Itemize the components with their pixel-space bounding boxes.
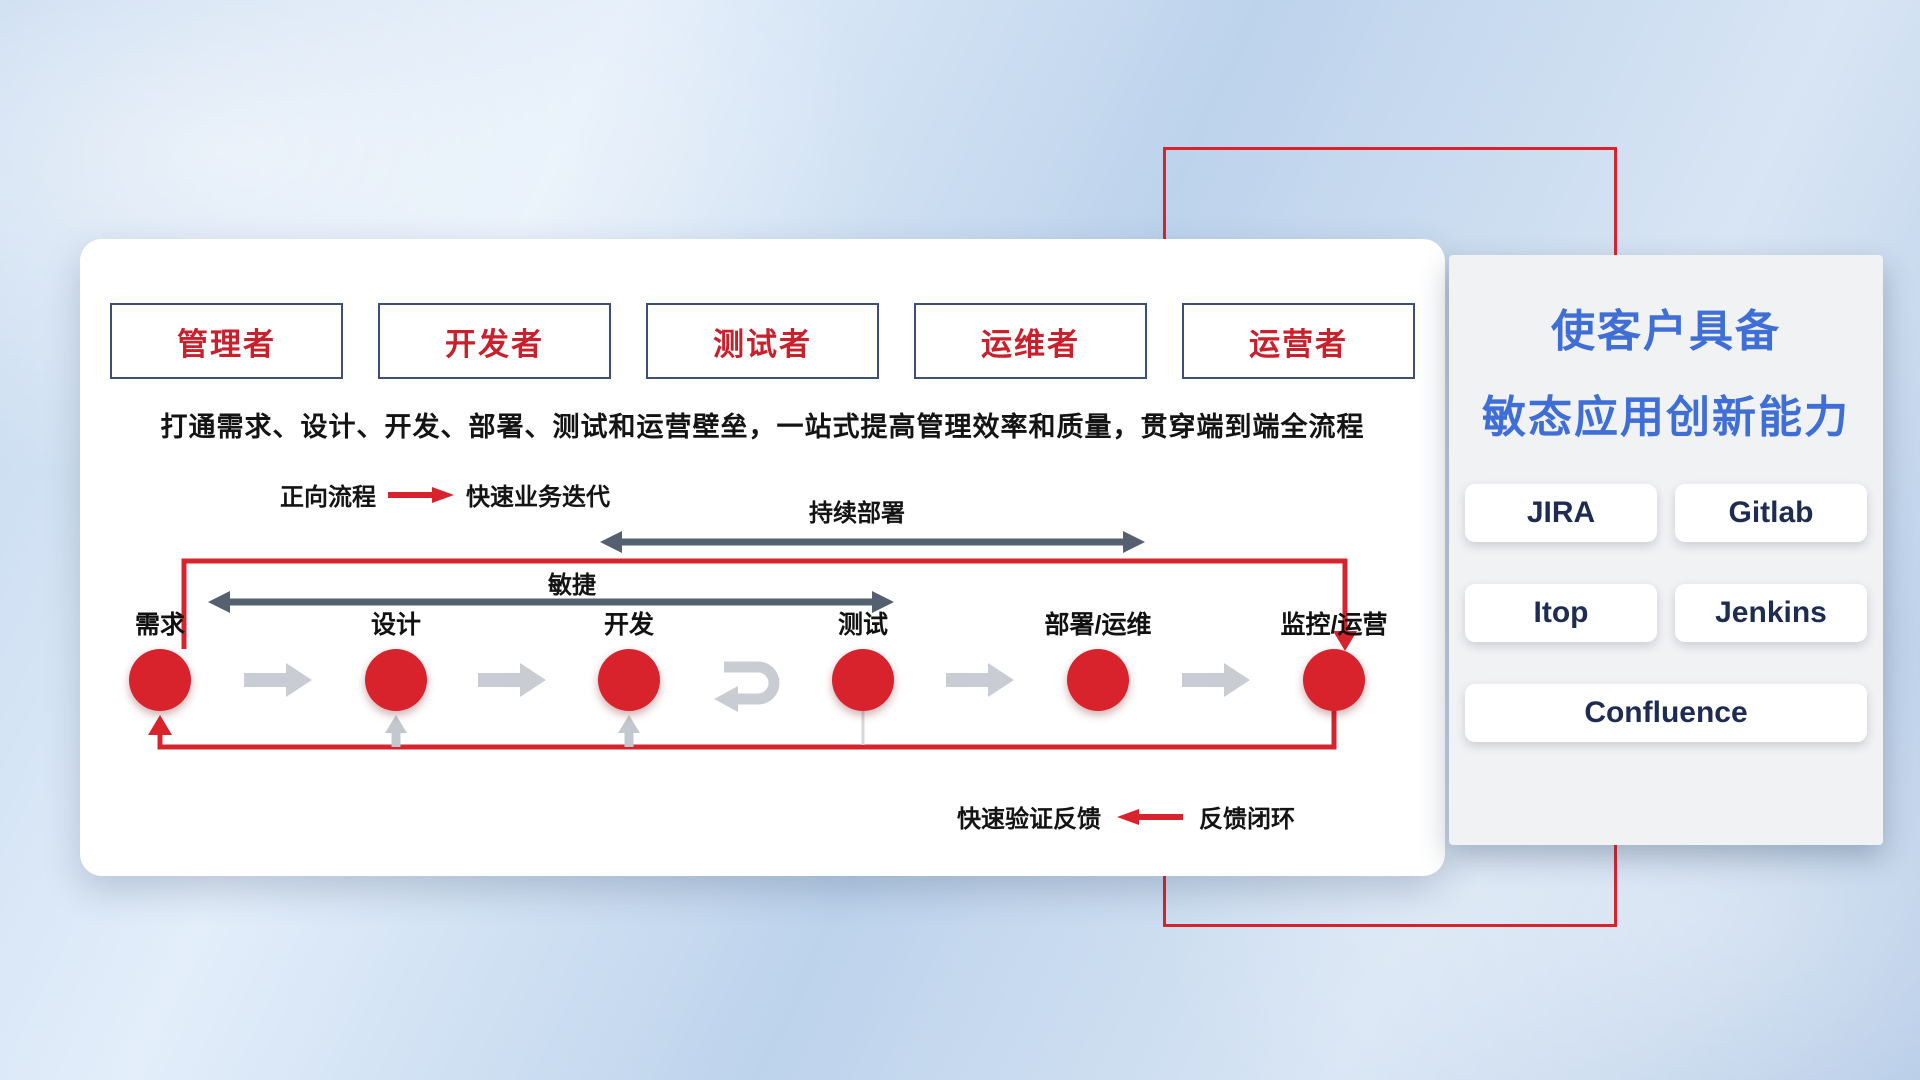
node-label-testing: 测试 [837,611,889,639]
role-box-manager: 管理者 [110,303,343,379]
node-label-development: 开发 [603,611,655,639]
continuous-deployment-label: 持续部署 [809,500,905,527]
feedback-arrow-icon [1117,808,1183,825]
role-label: 管理者 [177,326,276,362]
node-circle-testing [832,649,894,711]
tool-button-itop: Itop [1465,584,1657,642]
capability-title-line2: 敏态应用创新能力 [1482,393,1850,442]
feedback-legend: 快速验证反馈 反馈闭环 [957,799,1295,834]
node-circle-design [365,649,427,711]
flow-diagram-canvas [148,531,1357,750]
agile-label: 敏捷 [548,572,596,599]
description-text: 打通需求、设计、开发、部署、测试和运营壁垒，一站式提高管理效率和质量，贯穿端到端… [160,412,1365,442]
role-box-row: 管理者 开发者 测试者 运维者 运营者 [110,303,1415,379]
role-box-operator: 运营者 [1182,303,1415,379]
tool-button-jenkins: Jenkins [1675,584,1867,642]
node-circle-requirements [129,649,191,711]
agile-arrow [208,591,894,613]
capability-title-line1: 使客户具备 [1551,307,1781,356]
role-label: 运维者 [981,326,1080,362]
forward-arrow-icon [388,486,454,503]
capability-panel: 使客户具备 敏态应用创新能力 JIRA Gitlab Itop Jenkins … [1449,255,1883,845]
role-box-developer: 开发者 [378,303,611,379]
step-arrow-icon [946,663,1014,697]
node-circle-monitor-ops [1303,649,1365,711]
forward-flow-label: 正向流程 [280,484,376,511]
feedback-up-arrow [618,715,640,747]
step-arrow-icon [478,663,546,697]
node-circle-deploy-ops [1067,649,1129,711]
tool-button-gitlab: Gitlab [1675,484,1867,542]
tool-grid: JIRA Gitlab Itop Jenkins Confluence [1465,484,1867,742]
devops-diagram-panel: 管理者 开发者 测试者 运维者 运营者 打通需求、设计、开发、部署、测试和运营壁… [80,239,1445,876]
forward-flow-legend: 正向流程 快速业务迭代 [280,477,610,512]
feedback-text: 快速验证反馈 [957,806,1101,833]
role-label: 运营者 [1249,326,1348,362]
iteration-loop-icon [714,661,780,712]
feedback-up-arrow [385,715,407,747]
node-label-monitor-ops: 监控/运营 [1280,611,1388,639]
step-arrow-icon [244,663,312,697]
feedback-label: 反馈闭环 [1199,806,1295,833]
node-label-deploy-ops: 部署/运维 [1044,611,1152,639]
role-box-ops: 运维者 [914,303,1147,379]
role-label: 测试者 [713,326,812,362]
forward-loop-line [181,558,1357,651]
tool-button-jira: JIRA [1465,484,1657,542]
continuous-deployment-arrow [600,531,1145,553]
role-box-tester: 测试者 [646,303,879,379]
node-circle-development [598,649,660,711]
tool-button-confluence: Confluence [1465,684,1867,742]
role-label: 开发者 [445,326,544,362]
node-label-requirements: 需求 [134,611,186,639]
node-label-design: 设计 [370,611,422,639]
feedback-loop-line [148,711,1337,750]
step-arrow-icon [1182,663,1250,697]
forward-flow-text: 快速业务迭代 [466,484,610,511]
